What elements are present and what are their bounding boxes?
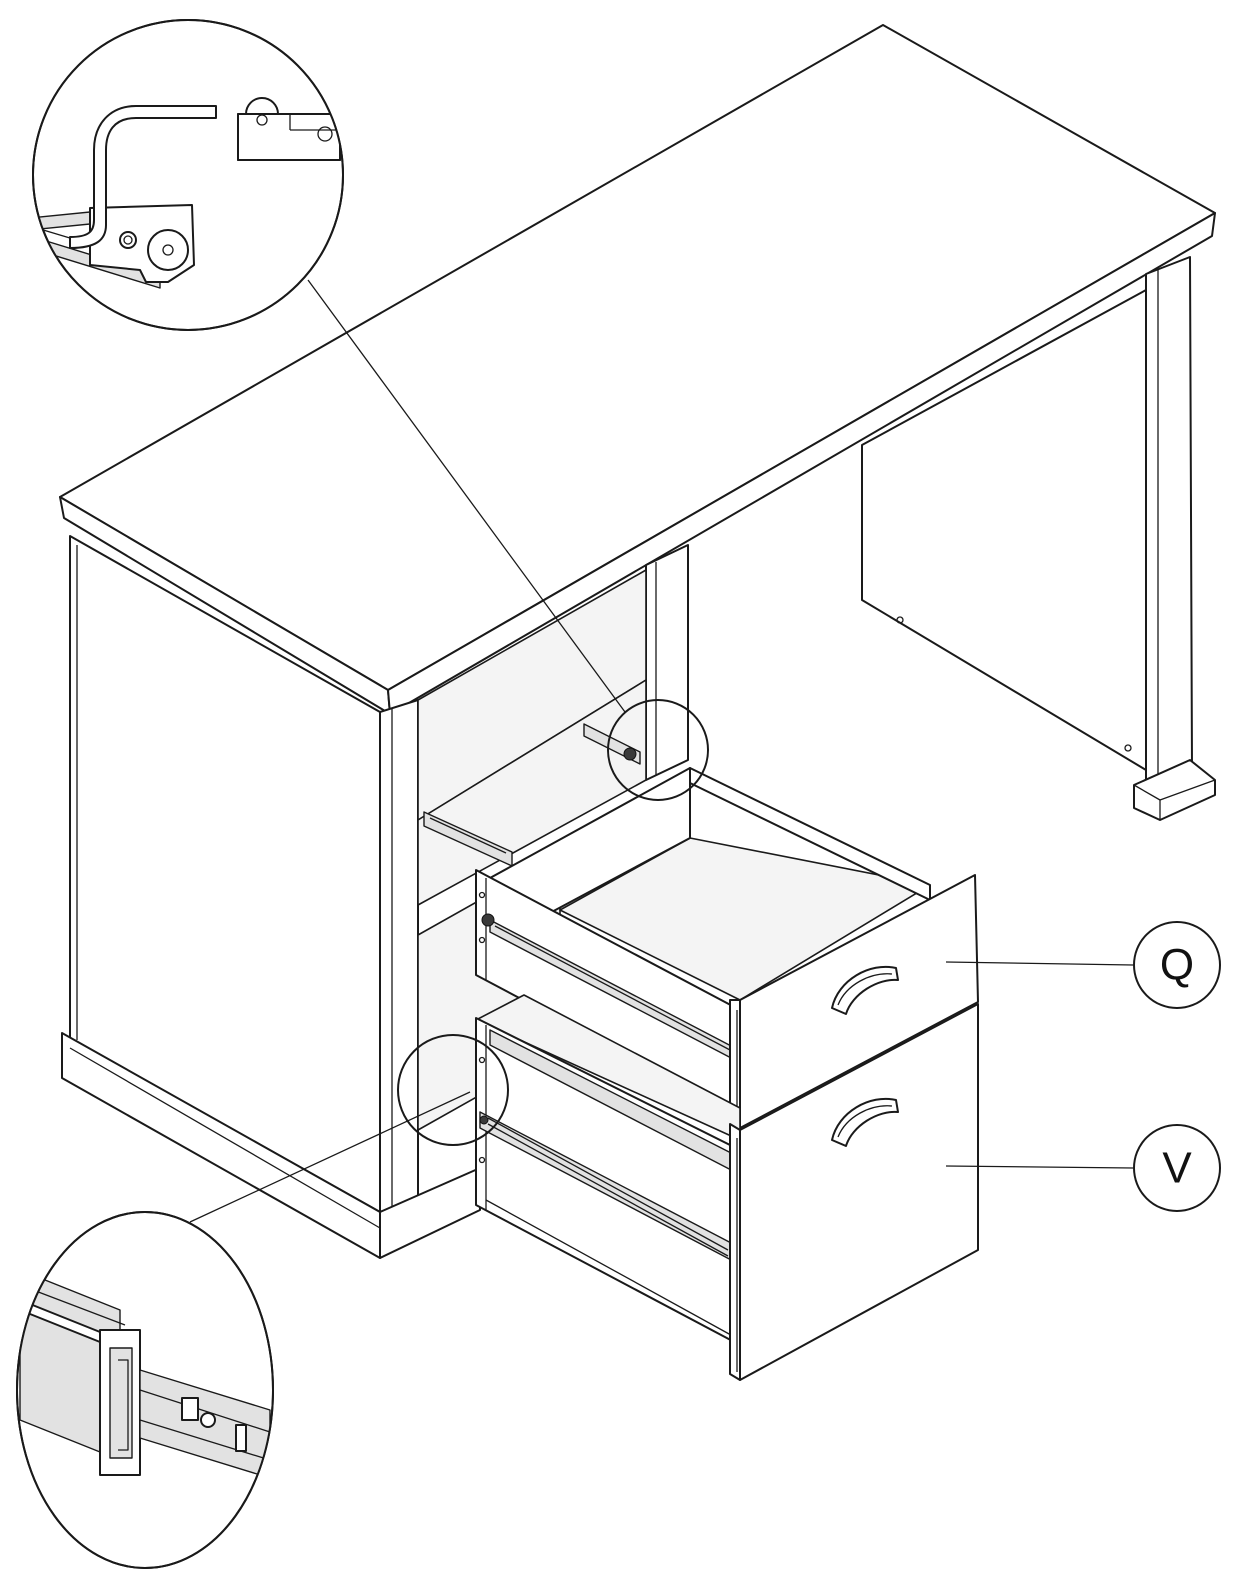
- back-panel: [861, 289, 1147, 771]
- callout-q-label: Q: [1160, 941, 1194, 990]
- detail-marker-upper: [607, 699, 709, 801]
- detail-marker-lower: [397, 1034, 509, 1146]
- leader-upper: [307, 279, 626, 713]
- pedestal-cabinet: [61, 535, 647, 1259]
- drawer-q-handle: [831, 965, 899, 1015]
- drawer-v: [475, 994, 979, 1381]
- drawer-v-handle: [831, 1097, 899, 1147]
- desk-top: [59, 24, 1216, 715]
- magnified-view-lower: [16, 1211, 274, 1569]
- leader-lower: [189, 1091, 471, 1223]
- cabinet-runner-upper: [423, 723, 641, 867]
- callout-v-label: V: [1162, 1144, 1192, 1193]
- middle-post: [645, 544, 689, 781]
- drawer-q: [475, 767, 979, 1129]
- right-leg: [1133, 256, 1216, 821]
- callout-v: V: [945, 1124, 1221, 1212]
- callout-q: Q: [945, 921, 1221, 1009]
- magnified-view-upper: [32, 19, 344, 331]
